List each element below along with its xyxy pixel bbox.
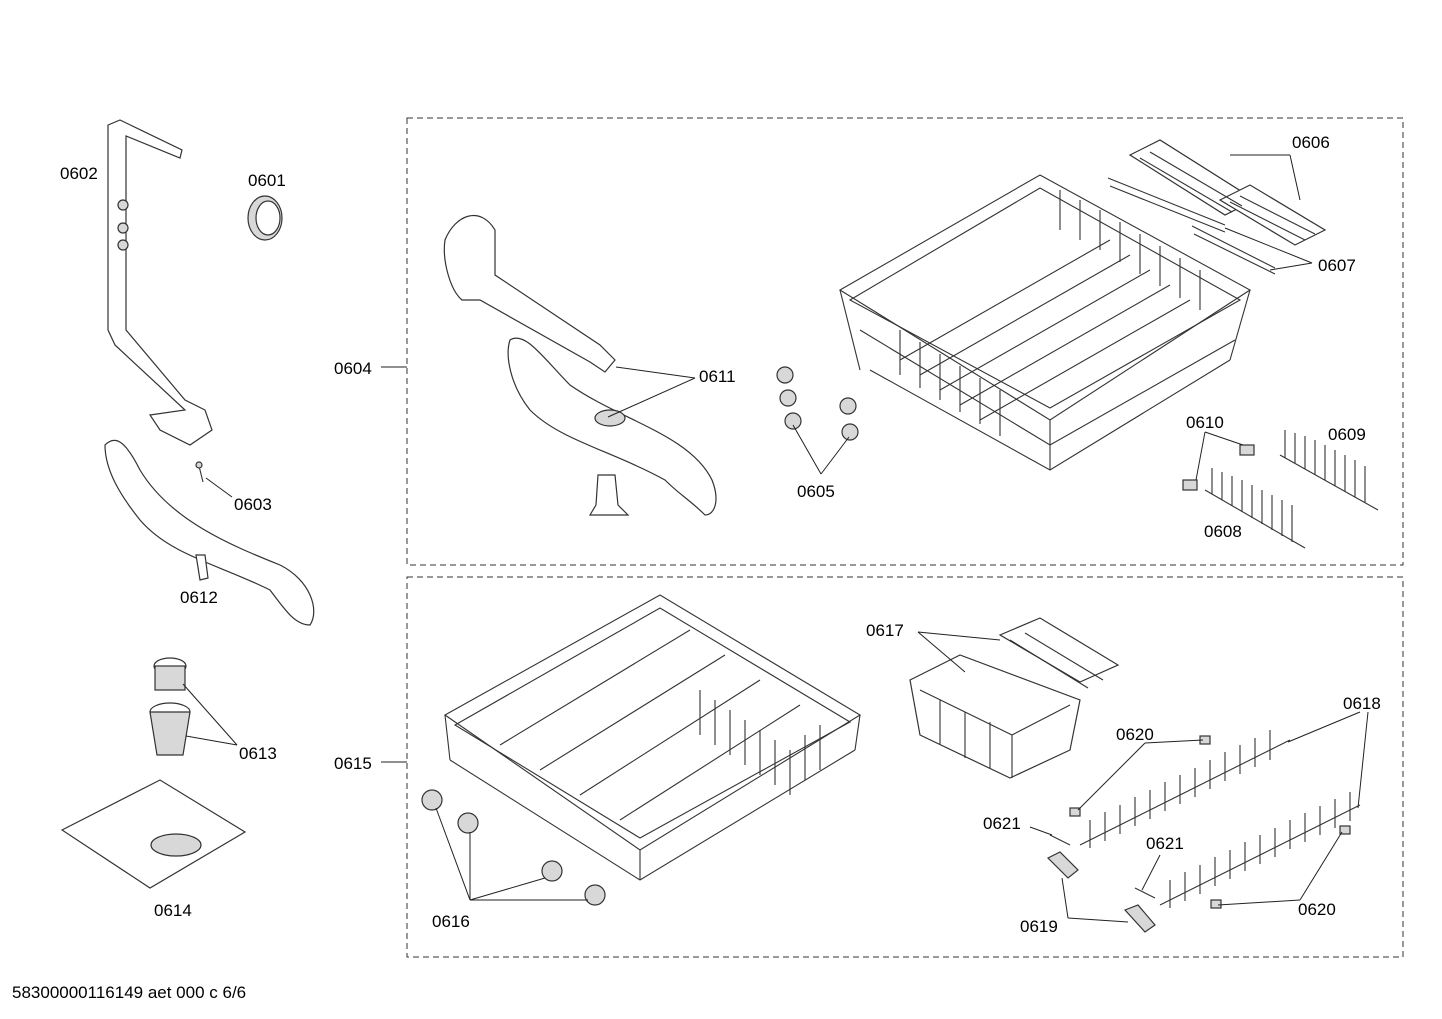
label-0616: 0616: [432, 912, 470, 931]
shelf-inserts-0606: [1128, 139, 1327, 246]
label-0611: 0611: [699, 367, 736, 386]
label-0614: 0614: [154, 901, 192, 920]
label-0620-upper: 0620: [1116, 725, 1154, 744]
clips-0610: [1182, 444, 1255, 491]
label-0607: 0607: [1318, 256, 1356, 275]
screw-0603: [195, 461, 204, 483]
label-0603: 0603: [234, 495, 272, 514]
tine-row-0609: [1279, 430, 1379, 511]
upper-rack-basket: [838, 174, 1252, 471]
label-0608: 0608: [1204, 522, 1242, 541]
lower-rack-group-frame: [406, 576, 1404, 958]
pins-0621: [1049, 834, 1156, 899]
label-0615: 0615: [334, 754, 372, 773]
label-0612: 0612: [180, 588, 218, 607]
spray-arm-0611: [443, 214, 717, 516]
tine-row-0608: [1204, 468, 1306, 549]
label-0606: 0606: [1292, 133, 1330, 152]
document-id-footer: 58300000116149 aet 000 c 6/6: [12, 983, 247, 1002]
rollers-0605: [776, 366, 859, 441]
cutlery-basket-0617: [909, 617, 1120, 779]
label-0610: 0610: [1186, 413, 1224, 432]
label-0604: 0604: [334, 359, 372, 378]
label-0602: 0602: [60, 164, 98, 183]
wheels-0616: [421, 789, 606, 906]
spray-arm-0612: [104, 439, 315, 626]
spray-nozzle-0601: [247, 195, 283, 241]
filter-plate-0614: [60, 779, 247, 889]
label-0617: 0617: [866, 621, 904, 640]
supply-pipe-0602: [107, 119, 213, 446]
label-0605: 0605: [797, 482, 835, 501]
upper-rack-group-frame: [406, 117, 1404, 566]
label-0621-left: 0621: [983, 814, 1021, 833]
lower-rack-basket: [443, 594, 862, 881]
label-0618: 0618: [1343, 694, 1381, 713]
filter-0613: [149, 657, 191, 756]
label-0621-right: 0621: [1146, 834, 1184, 853]
label-0613: 0613: [239, 744, 277, 763]
label-0609: 0609: [1328, 425, 1366, 444]
holders-0619: [1046, 851, 1156, 933]
clips-0620: [1069, 735, 1351, 909]
label-0620-lower: 0620: [1298, 900, 1336, 919]
cup-racks-0607: [1107, 177, 1276, 275]
tine-rows-0618: [1079, 730, 1361, 908]
label-0601: 0601: [248, 171, 286, 190]
label-0619: 0619: [1020, 917, 1058, 936]
